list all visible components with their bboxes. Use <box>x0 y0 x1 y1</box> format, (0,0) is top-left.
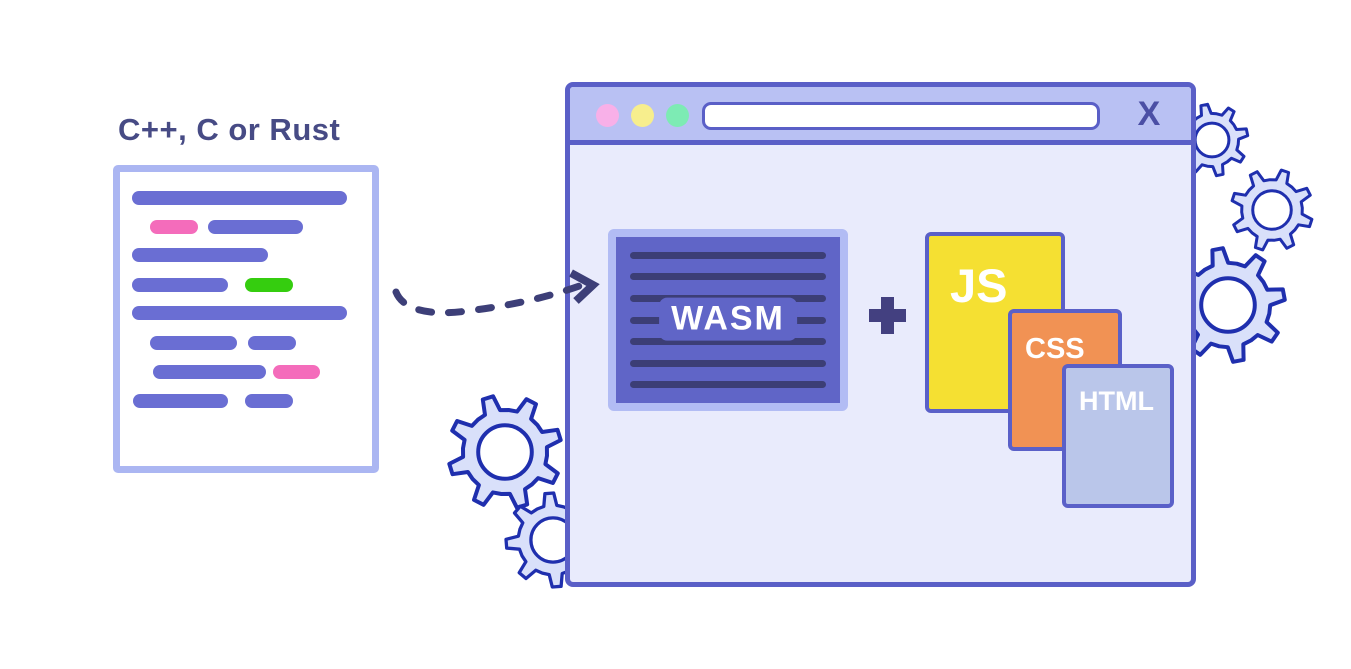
plus-icon <box>869 297 906 334</box>
gear-icon <box>447 394 563 510</box>
html-card: HTML <box>1062 364 1174 508</box>
code-line <box>120 336 296 350</box>
window-dot-yellow-icon[interactable] <box>631 104 654 127</box>
code-line <box>120 278 293 292</box>
window-dot-green-icon[interactable] <box>666 104 689 127</box>
wasm-module: WASM <box>608 229 848 411</box>
code-line <box>120 306 347 320</box>
gear-icon <box>1230 168 1314 252</box>
source-code-panel <box>113 165 379 473</box>
code-line <box>120 191 347 205</box>
code-line <box>120 220 303 234</box>
wasm-label: WASM <box>659 297 797 341</box>
code-line <box>120 248 268 262</box>
window-dot-pink-icon[interactable] <box>596 104 619 127</box>
dashed-arrow-icon <box>392 269 600 317</box>
code-line <box>120 365 320 379</box>
url-bar[interactable] <box>702 102 1100 130</box>
source-languages-title: C++, C or Rust <box>118 112 341 147</box>
code-line <box>120 394 293 408</box>
browser-titlebar: X <box>570 87 1191 145</box>
close-button[interactable]: X <box>1137 95 1161 133</box>
browser-window: X WASM JS CSS HTML <box>565 82 1196 587</box>
